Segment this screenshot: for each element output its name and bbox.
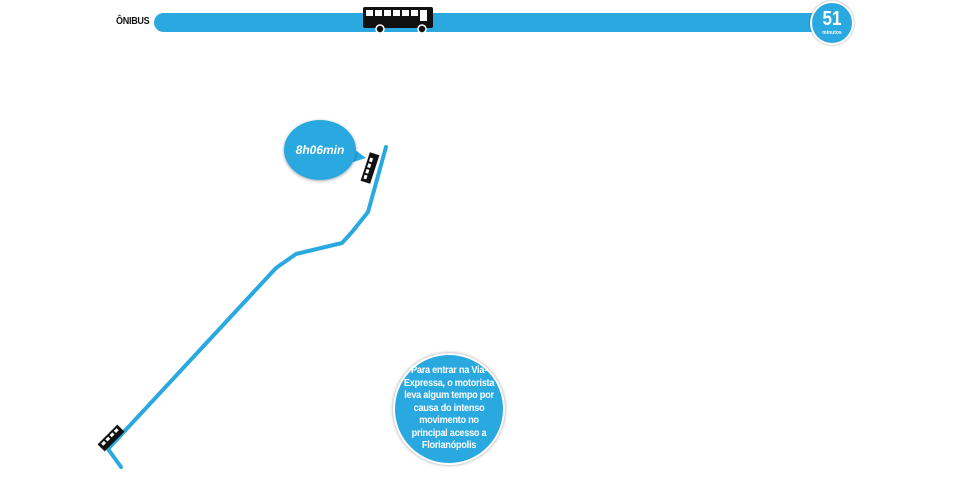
end-bus-icon xyxy=(97,424,125,452)
bus-icon xyxy=(363,7,433,34)
mode-label: ÔNIBUS xyxy=(116,16,150,27)
duration-unit: minutos xyxy=(822,30,842,36)
time-bubble: 8h06min xyxy=(284,120,356,180)
start-bus-icon xyxy=(360,152,380,184)
note-text: Para entrar na Via- Expressa, o motorist… xyxy=(403,365,495,452)
note-bubble: Para entrar na Via- Expressa, o motorist… xyxy=(393,353,505,465)
time-label: 8h06min xyxy=(295,143,345,157)
duration-value: 51 xyxy=(822,8,842,30)
route-line xyxy=(106,145,388,469)
duration-badge: 51 minutos xyxy=(810,1,854,45)
duration-bar xyxy=(154,13,834,32)
